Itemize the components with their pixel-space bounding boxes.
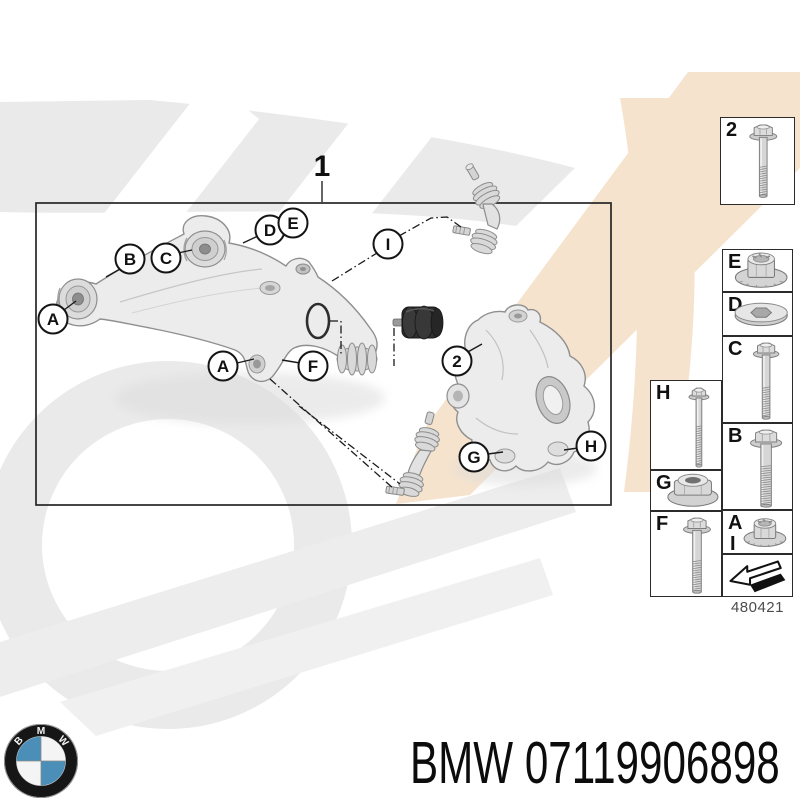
callout-label: C bbox=[160, 249, 172, 268]
o-ring-drawing bbox=[305, 302, 331, 340]
callout-I: I bbox=[372, 228, 404, 260]
sidebar-box-C: C bbox=[722, 336, 793, 423]
callout-A: A bbox=[37, 303, 69, 335]
sidebar-box-H: H bbox=[650, 380, 722, 470]
callout-label: A bbox=[47, 310, 59, 329]
flange-bolt-icon bbox=[688, 387, 710, 468]
sidebar-box-label: F bbox=[656, 513, 669, 535]
sidebar-box-2: 2 bbox=[720, 117, 795, 205]
bmw-logo: B M W bbox=[3, 723, 79, 799]
callout-label: A bbox=[217, 357, 229, 376]
sidebar-box-label: E bbox=[728, 251, 742, 273]
callout-2: 2 bbox=[441, 345, 473, 377]
flange-bolt-icon bbox=[752, 342, 780, 420]
bushing-part-drawing bbox=[392, 305, 444, 340]
callout-label: D bbox=[264, 221, 276, 240]
sidebar-box-arrow bbox=[722, 554, 793, 597]
flange-bolt-icon bbox=[749, 124, 778, 198]
sidebar-box-B: B bbox=[722, 423, 793, 510]
drawing-number: 480421 bbox=[730, 599, 784, 616]
collar-nut-icon bbox=[667, 473, 719, 507]
callout-label: E bbox=[287, 214, 298, 233]
sidebar-box-label: B bbox=[728, 425, 743, 447]
part-number-text: BMW 07119906898 bbox=[410, 730, 780, 796]
sidebar-box-label: G bbox=[656, 472, 672, 494]
callout-C: C bbox=[150, 242, 182, 274]
flange-locknut-icon bbox=[743, 518, 787, 547]
sidebar-box-label-secondary: I bbox=[730, 533, 736, 555]
callout-label: I bbox=[386, 235, 391, 254]
control-arm-drawing bbox=[55, 215, 378, 383]
washer-icon bbox=[734, 302, 788, 327]
callout-A: A bbox=[207, 350, 239, 382]
flange-locknut-icon bbox=[734, 252, 788, 288]
sidebar-box-label: A bbox=[728, 512, 743, 534]
sidebar-box-F: F bbox=[650, 511, 722, 597]
diagram-frame bbox=[35, 202, 612, 506]
callout-E: E bbox=[277, 207, 309, 239]
callout-label: F bbox=[308, 357, 318, 376]
stabilizer-link-bottom-drawing bbox=[385, 411, 440, 497]
stabilizer-link-top-drawing bbox=[452, 163, 501, 255]
sidebar-box-label: C bbox=[728, 338, 743, 360]
flange-bolt-icon bbox=[683, 517, 711, 594]
dash-dot-lines bbox=[269, 216, 462, 490]
callout-label: H bbox=[585, 437, 597, 456]
callout-F: F bbox=[297, 350, 329, 382]
callout-label: G bbox=[467, 448, 480, 467]
callout-label: 2 bbox=[452, 352, 461, 371]
callout-G: G bbox=[458, 441, 490, 473]
callout-label: B bbox=[124, 250, 136, 269]
sidebar-box-G: G bbox=[650, 470, 722, 511]
sidebar-box-D: D bbox=[722, 292, 793, 336]
callout-H: H bbox=[575, 430, 607, 462]
sidebar-box-E: E bbox=[722, 249, 793, 292]
install-direction-arrow-icon bbox=[729, 560, 786, 593]
assembly-callout-1: 1 bbox=[313, 150, 331, 183]
flange-bolt-icon bbox=[750, 429, 783, 508]
sidebar-box-label: H bbox=[656, 382, 671, 404]
callout-B: B bbox=[114, 243, 146, 275]
sidebar-box-label: 2 bbox=[726, 119, 738, 141]
background-watermark bbox=[0, 72, 800, 736]
knuckle-drawing bbox=[446, 304, 595, 472]
logo-letter-m: M bbox=[37, 726, 46, 737]
